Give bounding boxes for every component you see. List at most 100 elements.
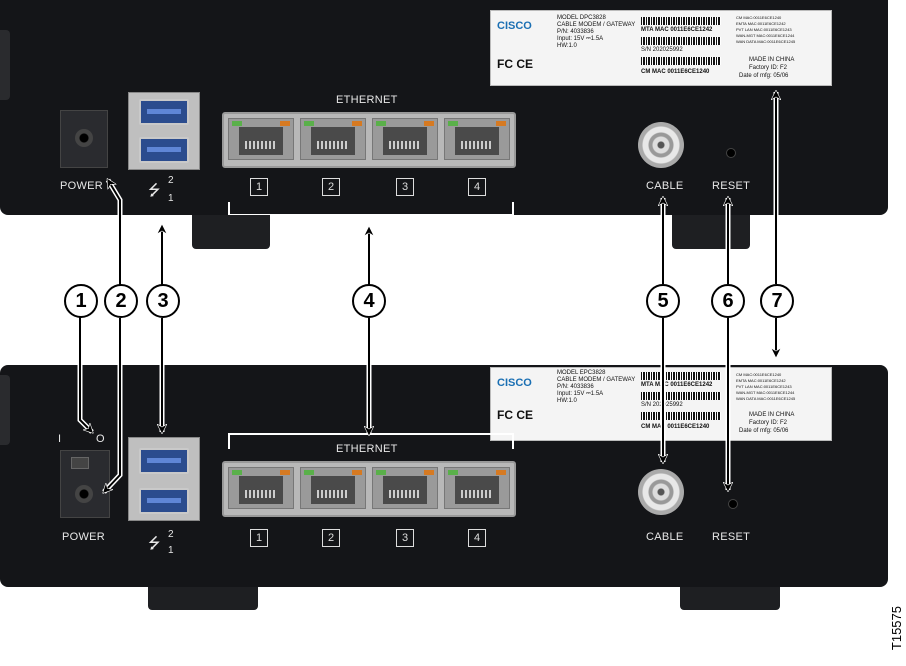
mac-list-item: WAN-MGT MAC:0011E6CE1244 bbox=[736, 33, 795, 38]
made-in-text: MADE IN CHINA bbox=[749, 412, 795, 418]
mac-list-item: EMTA MAC:0011E6CE1242 bbox=[736, 378, 786, 383]
device-foot bbox=[192, 215, 270, 249]
usb-number-2: 2 bbox=[168, 529, 174, 540]
power-jack[interactable] bbox=[75, 485, 93, 503]
callout-2: 2 bbox=[104, 284, 138, 318]
product-text: CABLE MODEM / GATEWAY bbox=[557, 22, 636, 28]
mac-list-item: CM MAC:0011E6CE1240 bbox=[736, 15, 782, 20]
coax-cable-connector[interactable] bbox=[638, 122, 684, 168]
jack-pins bbox=[317, 490, 349, 498]
barcode bbox=[641, 57, 721, 65]
mac-list-item: CM MAC:0011E6CE1240 bbox=[736, 372, 782, 377]
power-switch[interactable] bbox=[71, 457, 89, 469]
made-in-text: MADE IN CHINA bbox=[749, 57, 795, 63]
usb-port-2[interactable] bbox=[139, 99, 189, 125]
ethernet-port-3[interactable] bbox=[372, 467, 438, 509]
usb-port-2[interactable] bbox=[139, 448, 189, 474]
link-led bbox=[232, 470, 242, 475]
product-text: CABLE MODEM / GATEWAY bbox=[557, 377, 636, 383]
port-number-1: 1 bbox=[250, 529, 268, 547]
certification-marks: FC CE bbox=[497, 408, 533, 422]
certification-marks: FC CE bbox=[497, 57, 533, 71]
usb-port-1[interactable] bbox=[139, 488, 189, 514]
barcode bbox=[641, 37, 721, 45]
top-modem-rear-panel: CISCO FC CE MODEL DPC3828 CABLE MODEM / … bbox=[0, 0, 888, 216]
mac-list-item: PVT LAN MAC:0011E6CE1243 bbox=[736, 384, 792, 389]
link-led bbox=[448, 470, 458, 475]
barcode bbox=[641, 372, 721, 380]
cm-mac-text: CM MAC 0011E6CE1240 bbox=[641, 69, 710, 75]
callout-6: 6 bbox=[711, 284, 745, 318]
factory-text: Factory ID: F2 bbox=[749, 65, 788, 71]
link-led bbox=[304, 470, 314, 475]
port-number-3: 3 bbox=[396, 178, 414, 196]
port-number-2: 2 bbox=[322, 178, 340, 196]
mac-list-item: WAN DATA MAC:0011E6CE1245 bbox=[736, 396, 796, 401]
bottom-modem-rear-panel: CISCO FC CE MODEL EPC3828 CABLE MODEM / … bbox=[0, 365, 888, 587]
ethernet-port-2[interactable] bbox=[300, 118, 366, 160]
cisco-logo: CISCO bbox=[497, 377, 532, 389]
port-number-4: 4 bbox=[468, 178, 486, 196]
jack-pins bbox=[461, 490, 493, 498]
model-text: MODEL EPC3828 bbox=[557, 370, 606, 376]
ethernet-panel bbox=[222, 112, 516, 168]
callout-1: 1 bbox=[64, 284, 98, 318]
link-led bbox=[304, 121, 314, 126]
callout-4: 4 bbox=[352, 284, 386, 318]
power-jack[interactable] bbox=[75, 129, 93, 147]
ethernet-label: ETHERNET bbox=[336, 94, 398, 106]
product-label: CISCO FC CE MODEL DPC3828 CABLE MODEM / … bbox=[490, 10, 832, 86]
port-number-2: 2 bbox=[322, 529, 340, 547]
jack-pins bbox=[245, 141, 277, 149]
port-number-4: 4 bbox=[468, 529, 486, 547]
ethernet-port-4[interactable] bbox=[444, 467, 510, 509]
barcode bbox=[641, 412, 721, 420]
mta-mac-text: MTA MAC 0011E6CE1242 bbox=[641, 27, 713, 33]
mac-list-item: PVT LAN MAC:0011E6CE1243 bbox=[736, 27, 792, 32]
activity-led bbox=[424, 121, 434, 126]
callout-line-2b bbox=[104, 318, 121, 492]
input-text: Input: 15V ⎓1.5A bbox=[557, 391, 604, 397]
ethernet-port-3[interactable] bbox=[372, 118, 438, 160]
ethernet-port-2[interactable] bbox=[300, 467, 366, 509]
reset-button[interactable] bbox=[726, 148, 736, 158]
activity-led bbox=[352, 470, 362, 475]
jack-pins bbox=[245, 490, 277, 498]
coax-cable-connector[interactable] bbox=[638, 469, 684, 515]
side-bumper bbox=[0, 375, 10, 445]
barcode bbox=[641, 392, 721, 400]
port-number-3: 3 bbox=[396, 529, 414, 547]
usb-number-1: 1 bbox=[168, 193, 174, 204]
usb-port-1[interactable] bbox=[139, 137, 189, 163]
cm-mac-text: CM MAC 0011E6CE1240 bbox=[641, 424, 710, 430]
link-led bbox=[232, 121, 242, 126]
ethernet-bracket bbox=[228, 202, 514, 216]
hw-text: HW:1.0 bbox=[557, 43, 577, 49]
usb-number-2: 2 bbox=[168, 175, 174, 186]
model-text: MODEL DPC3828 bbox=[557, 15, 606, 21]
link-led bbox=[376, 121, 386, 126]
figure-id: T15575 bbox=[889, 606, 904, 651]
callout-7: 7 bbox=[760, 284, 794, 318]
usb-panel bbox=[128, 92, 200, 170]
ethernet-label: ETHERNET bbox=[336, 443, 398, 455]
activity-led bbox=[280, 121, 290, 126]
reset-button[interactable] bbox=[728, 499, 738, 509]
jack-pins bbox=[461, 141, 493, 149]
mta-mac-text: MTA MAC 0011E6CE1242 bbox=[641, 382, 713, 388]
ethernet-port-1[interactable] bbox=[228, 118, 294, 160]
ethernet-port-1[interactable] bbox=[228, 467, 294, 509]
device-foot bbox=[148, 587, 258, 610]
callout-line-1 bbox=[79, 285, 92, 432]
usb-icon: ⭍ bbox=[148, 535, 161, 552]
mac-list-item: EMTA MAC:0011E6CE1242 bbox=[736, 21, 786, 26]
ethernet-port-4[interactable] bbox=[444, 118, 510, 160]
link-led bbox=[448, 121, 458, 126]
activity-led bbox=[424, 470, 434, 475]
link-led bbox=[376, 470, 386, 475]
power-jack-panel bbox=[60, 110, 108, 168]
factory-text: Factory ID: F2 bbox=[749, 420, 788, 426]
usb-number-1: 1 bbox=[168, 545, 174, 556]
cable-label: CABLE bbox=[646, 531, 684, 543]
device-foot bbox=[680, 587, 780, 610]
